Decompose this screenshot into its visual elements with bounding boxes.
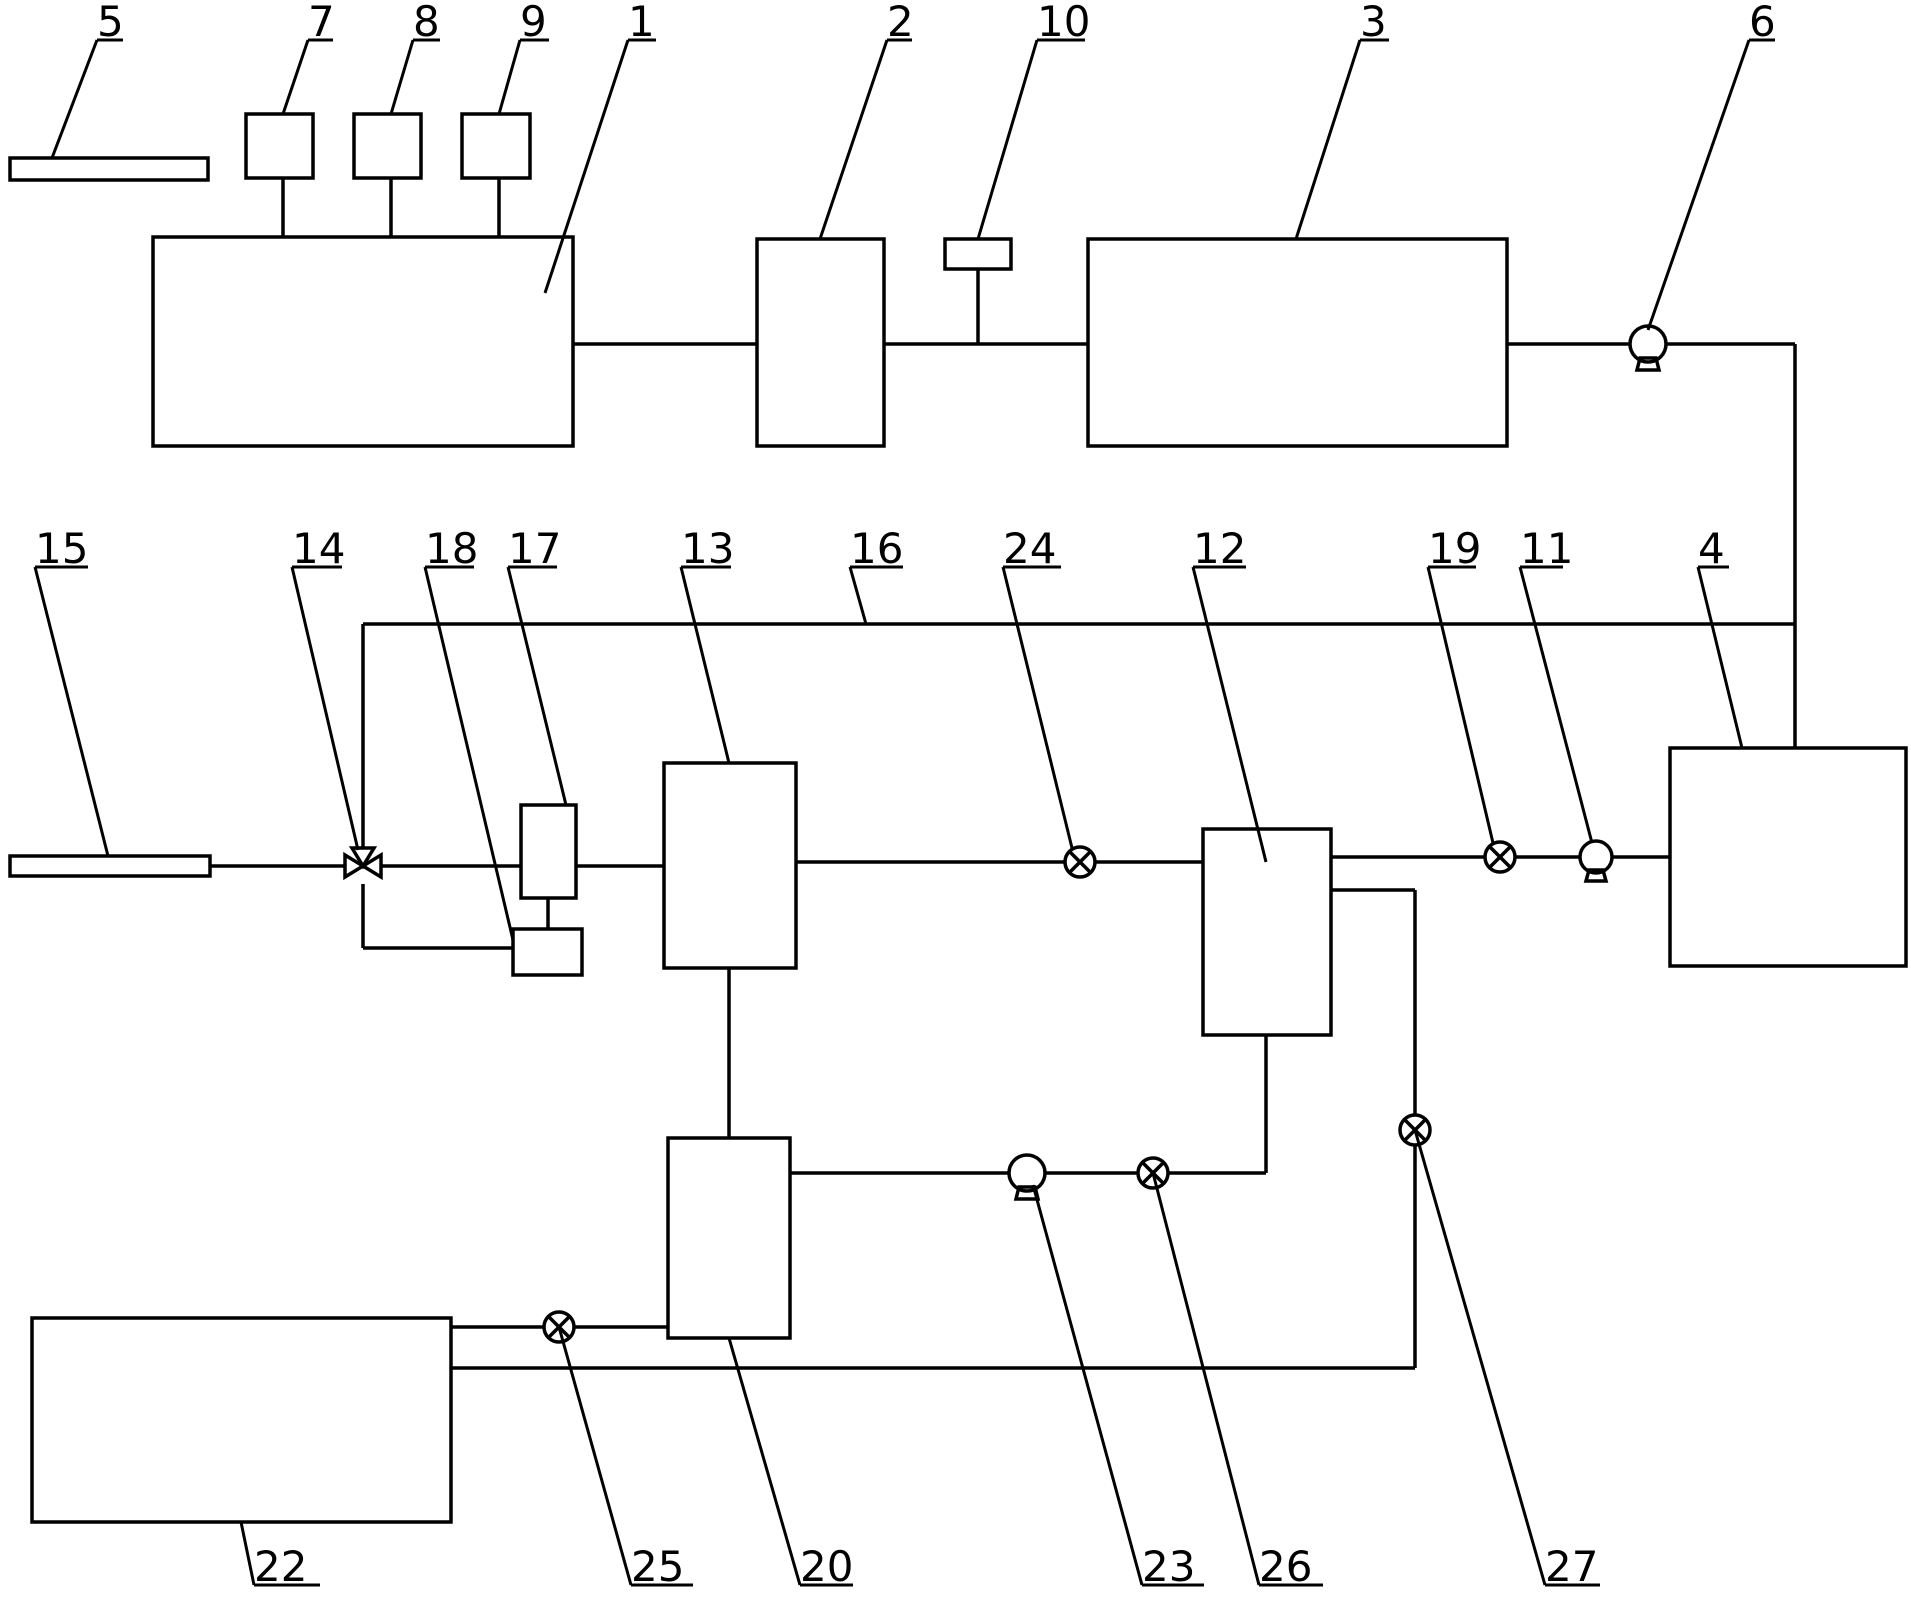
label-4: 4 <box>1698 524 1725 573</box>
valve-19-icon <box>1483 840 1517 874</box>
unit-7-box <box>244 112 315 180</box>
unit-3-tank <box>1086 237 1509 448</box>
label-15: 15 <box>35 524 88 573</box>
label-6: 6 <box>1749 0 1776 46</box>
label-14: 14 <box>292 524 345 573</box>
unit-20-box <box>666 1136 792 1340</box>
label-27: 27 <box>1545 1542 1598 1591</box>
unit-15-bar <box>8 854 212 878</box>
pump-23-icon <box>1007 1153 1047 1201</box>
label-1: 1 <box>628 0 655 46</box>
label-10: 10 <box>1037 0 1090 46</box>
label-24: 24 <box>1003 524 1056 573</box>
unit-10-box <box>943 237 1013 271</box>
unit-13-box <box>662 761 798 970</box>
unit-5-bar <box>8 156 210 182</box>
label-22: 22 <box>254 1542 307 1591</box>
label-11: 11 <box>1520 524 1573 573</box>
unit-4-tank <box>1668 746 1908 968</box>
label-5: 5 <box>97 0 124 46</box>
label-9: 9 <box>520 0 547 46</box>
label-17: 17 <box>508 524 561 573</box>
part-number-labels: 5 7 8 9 1 2 10 3 6 15 14 18 17 13 16 24 … <box>35 0 1776 1591</box>
label-20: 20 <box>800 1542 853 1591</box>
label-25: 25 <box>631 1542 684 1591</box>
unit-2-box <box>755 237 886 448</box>
unit-8-box <box>352 112 423 180</box>
label-3: 3 <box>1360 0 1387 46</box>
unit-1-tank <box>151 235 575 448</box>
label-2: 2 <box>887 0 914 46</box>
label-16: 16 <box>850 524 903 573</box>
label-18: 18 <box>425 524 478 573</box>
label-8: 8 <box>413 0 440 46</box>
valve-24-icon <box>1063 845 1097 879</box>
leader-lines <box>33 38 1775 1587</box>
unit-17-box <box>519 803 578 900</box>
pipelines <box>210 178 1797 1370</box>
unit-12-box <box>1201 827 1333 1037</box>
pump-6-icon <box>1628 324 1668 372</box>
label-23: 23 <box>1142 1542 1195 1591</box>
label-7: 7 <box>308 0 335 46</box>
equipment <box>8 112 1908 1524</box>
three-way-valve-14-icon <box>343 846 383 881</box>
unit-18-box <box>511 927 584 977</box>
label-13: 13 <box>681 524 734 573</box>
unit-22-tank <box>30 1316 453 1524</box>
label-12: 12 <box>1193 524 1246 573</box>
pump-11-icon <box>1578 839 1614 883</box>
label-19: 19 <box>1428 524 1481 573</box>
label-26: 26 <box>1259 1542 1312 1591</box>
unit-9-box <box>460 112 532 180</box>
